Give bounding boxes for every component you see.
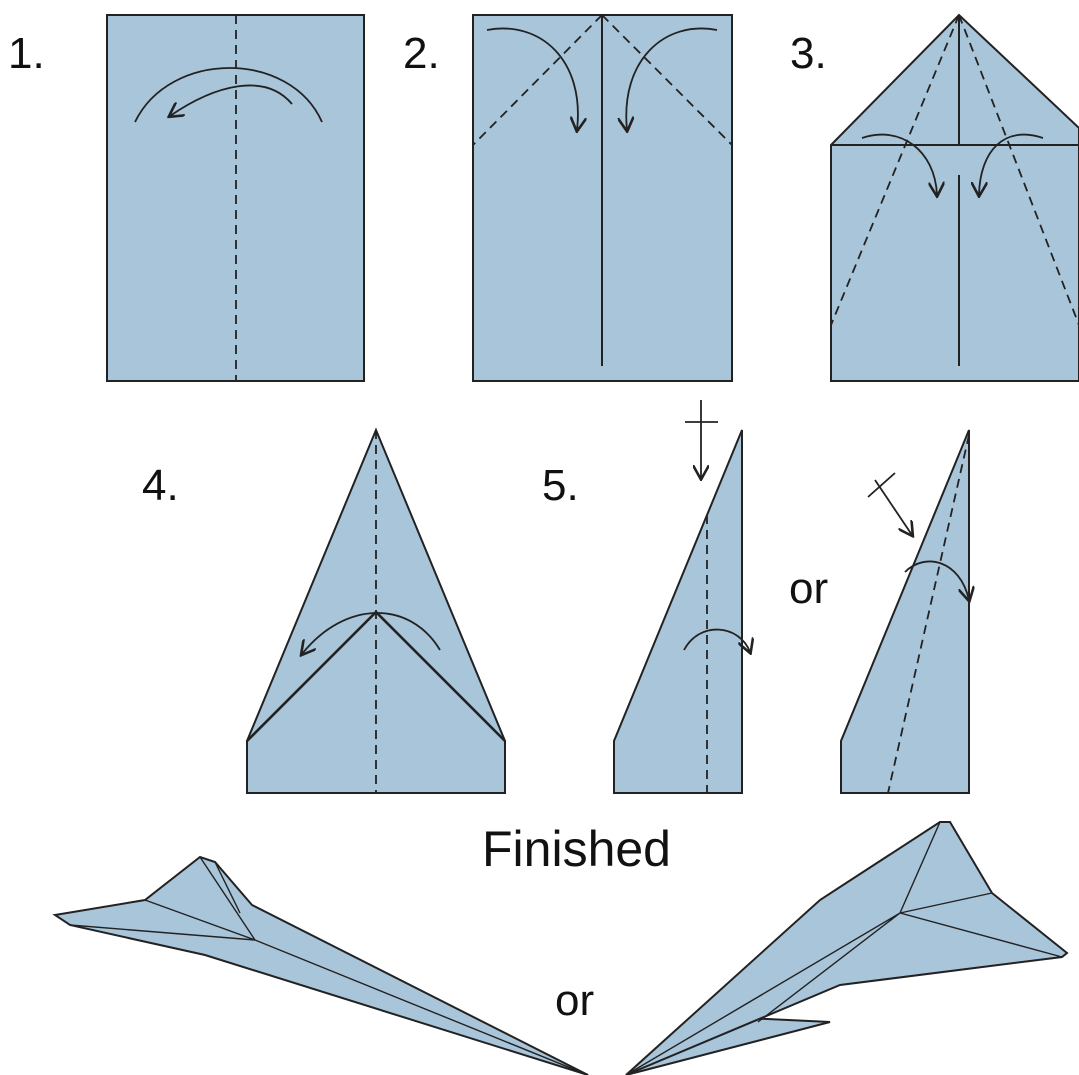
step-5-plane-a [613, 429, 743, 794]
finished-label: Finished [482, 821, 671, 877]
step-5b-fold-arrow [904, 560, 969, 600]
finished-plane-left [52, 855, 589, 1075]
step-5a-fold-arrow [683, 628, 750, 652]
step-3-right-fold-line [958, 14, 1079, 326]
step-2-right-fold-arrow [626, 27, 718, 130]
step-1-label: 1. [8, 29, 45, 78]
step-2-label: 2. [403, 29, 440, 78]
step-2-right-fold-line [601, 14, 733, 146]
step-3-left-fold-line [830, 14, 960, 326]
step-5b-mountain-tick [867, 472, 896, 498]
step-1: 1. [8, 14, 365, 382]
step-4-right-flap-edge [375, 611, 506, 742]
step-4-label: 4. [142, 461, 179, 510]
step-2: 2. [403, 14, 733, 382]
step-5b-mountain-arrow [874, 479, 912, 535]
finished: Finished or [52, 821, 1069, 1075]
step-1-fold-arrow [170, 84, 293, 116]
step-3: 3. [790, 13, 1079, 382]
step-5-plane-b [840, 429, 970, 794]
step-5-label: 5. [542, 461, 579, 510]
step-4: 4. [142, 427, 506, 794]
step-3-right-fold-arrow [979, 133, 1044, 195]
step-3-paper [830, 13, 1079, 382]
step-4-left-flap-edge [246, 611, 377, 742]
finished-plane-left-creases [69, 856, 589, 1075]
step-1-fold-arc [134, 67, 323, 123]
finished-plane-right-wing [625, 821, 1069, 1075]
finished-plane-right-creases [625, 821, 1063, 1075]
step-3-left-fold-arrow [861, 133, 937, 195]
step-5b-wing-fold-line [887, 434, 970, 794]
step-5-or: or [789, 564, 828, 613]
step-4-fold-arrow [302, 612, 441, 654]
finished-plane-right [625, 821, 1069, 1075]
step-2-left-fold-line [472, 14, 603, 146]
step-5: 5. or [542, 400, 970, 794]
finished-or: or [555, 976, 594, 1025]
step-2-left-fold-arrow [486, 27, 578, 130]
step-3-label: 3. [790, 29, 827, 78]
